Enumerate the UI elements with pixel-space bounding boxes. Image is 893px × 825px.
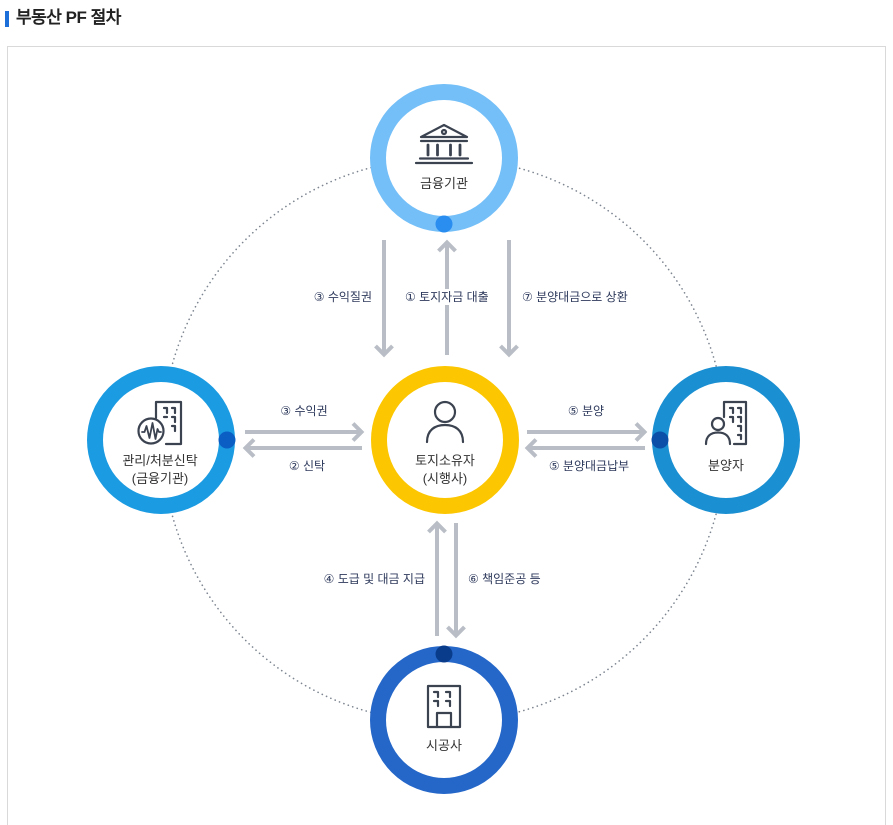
ring-contractor xyxy=(370,646,518,794)
node-financial-institution: 금융기관 xyxy=(370,84,518,233)
flow-arrows xyxy=(242,239,648,639)
arrow-construction-contract-up xyxy=(427,520,447,636)
node-label-buyer: 분양자 xyxy=(708,458,744,473)
person-icon-body xyxy=(425,423,465,444)
building-signal-icon-wave xyxy=(141,422,162,440)
label-completion-guarantee: ⑥ 책임준공 등 xyxy=(468,571,541,586)
bank-icon-emblem xyxy=(440,128,448,136)
person-icon-head xyxy=(433,400,457,424)
arrow-repayment-down xyxy=(499,240,519,358)
arrow-completion-guarantee-down xyxy=(446,523,466,639)
arrow-sale-right xyxy=(527,422,648,442)
dot-contractor xyxy=(435,645,453,663)
building-signal-icon xyxy=(137,400,183,446)
arrow-revenue-pledge-down xyxy=(374,240,394,358)
ring-developer xyxy=(371,366,519,514)
building-icon-door xyxy=(435,711,453,729)
person-building-icon-body xyxy=(704,431,732,446)
page-title: 부동산 PF 절차 xyxy=(16,8,121,27)
node-developer: 토지소유자 (시행사) xyxy=(371,366,519,514)
title-accent-bar xyxy=(5,11,9,27)
building-icon xyxy=(426,684,462,729)
node-buyer: 분양자 xyxy=(651,366,800,514)
label-land-loan-bg xyxy=(402,289,492,305)
label-sale: ⑤ 분양 xyxy=(568,404,604,418)
label-repayment: ⑦ 분양대금으로 상환 xyxy=(522,290,628,304)
bank-icon-roof xyxy=(419,123,469,139)
bank-icon-columns xyxy=(426,143,462,157)
node-label-developer-line2: (시행사) xyxy=(423,471,468,486)
building-icon-outline xyxy=(426,684,462,729)
node-label-developer-line1: 토지소유자 xyxy=(415,453,475,468)
node-label-contractor: 시공사 xyxy=(426,738,462,753)
dot-buyer xyxy=(651,431,669,449)
arrow-trust-left xyxy=(242,438,362,458)
label-construction-contract: ④ 도급 및 대금 지급 xyxy=(324,572,425,586)
person-building-icon xyxy=(704,400,748,446)
person-icon xyxy=(425,400,465,444)
node-label-financial-institution: 금융기관 xyxy=(420,176,468,191)
label-land-loan: ① 토지자금 대출 xyxy=(405,290,489,304)
building-icon-windows xyxy=(432,690,452,708)
building-signal-icon-windows xyxy=(162,406,177,433)
label-trust: ② 신탁 xyxy=(289,459,325,473)
node-label-trust-line1: 관리/처분신탁 xyxy=(122,453,197,468)
label-revenue-pledge: ③ 수익질권 xyxy=(314,290,372,304)
dot-trust xyxy=(218,431,236,449)
arrow-beneficial-right-right xyxy=(245,422,365,442)
person-building-icon-head xyxy=(710,416,726,432)
label-sale-payment: ⑤ 분양대금납부 xyxy=(549,459,629,473)
dot-financial-institution xyxy=(435,215,453,233)
diagram-panel xyxy=(7,46,886,825)
bank-icon-base xyxy=(414,157,474,165)
person-building-icon-windows xyxy=(728,406,743,441)
label-beneficial-right: ③ 수익권 xyxy=(280,404,327,418)
node-contractor: 시공사 xyxy=(370,645,518,794)
node-trust: 관리/처분신탁 (금융기관) xyxy=(87,366,236,514)
building-signal-icon-outline xyxy=(154,400,183,446)
arrow-sale-payment-left xyxy=(524,438,645,458)
bank-icon xyxy=(414,123,474,165)
node-label-trust-line2: (금융기관) xyxy=(132,471,189,486)
person-building-icon-outline xyxy=(722,400,748,446)
